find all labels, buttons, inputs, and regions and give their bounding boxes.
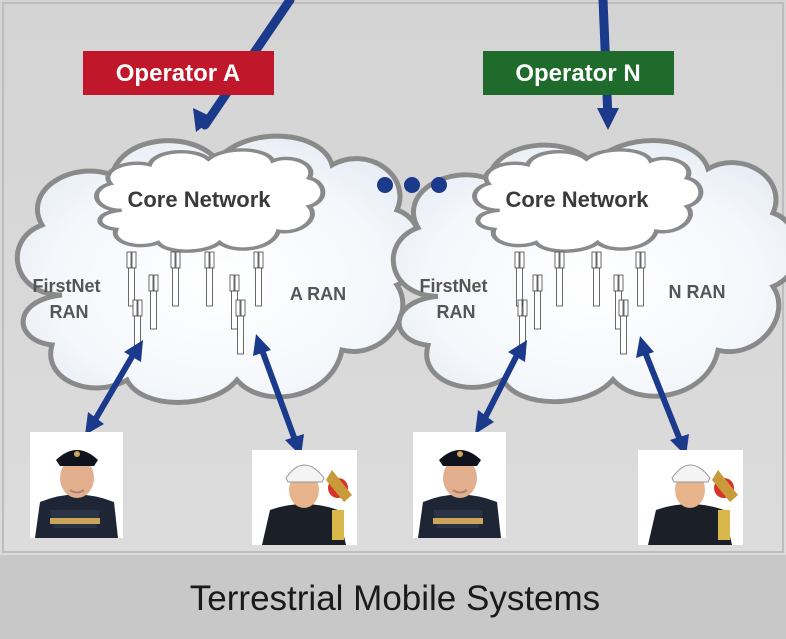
firefighter-link-arrow-a	[259, 348, 298, 442]
arrowhead-icon	[508, 340, 527, 362]
firstnet-label-line2: RAN	[437, 302, 476, 322]
operator-n-label-box	[483, 51, 674, 95]
firefighter-icon	[638, 450, 743, 545]
arrowhead-icon	[597, 108, 619, 130]
police-officer-icon	[30, 432, 123, 538]
core-network-label-a: Core Network	[127, 187, 271, 212]
footer-title: Terrestrial Mobile Systems	[190, 579, 600, 618]
arrowhead-icon	[475, 410, 494, 434]
firstnet-ran-label-n: FirstNet RAN	[419, 276, 492, 322]
arrowhead-icon	[636, 336, 654, 358]
n-ran-label: N RAN	[669, 282, 726, 302]
police-link-arrow-a	[92, 353, 136, 422]
core-network-label-n: Core Network	[505, 187, 649, 212]
a-ran-label: A RAN	[290, 284, 346, 304]
arrowhead-icon	[193, 108, 214, 132]
ellipsis-dots	[377, 177, 447, 193]
operator-n-group: Operator N Core Network FirstNet RAN N R…	[393, 0, 786, 545]
arrowhead-icon	[85, 412, 104, 435]
arrowhead-icon	[124, 340, 143, 362]
firstnet-label-line1: FirstNet	[32, 276, 100, 296]
operator-a-label: Operator A	[116, 60, 240, 87]
firefighter-link-arrow-n	[642, 350, 683, 442]
operator-n-label: Operator N	[515, 60, 640, 87]
firstnet-label-line2: RAN	[50, 302, 89, 322]
operator-a-label-box	[83, 51, 274, 95]
footer-band	[0, 555, 786, 639]
firstnet-ran-label-a: FirstNet RAN	[32, 276, 105, 322]
police-link-arrow-n	[481, 353, 520, 422]
firefighter-icon	[252, 450, 357, 545]
operator-a-group: Operator A Core Network FirstNet RAN A R…	[17, 0, 421, 545]
police-officer-icon	[413, 432, 506, 538]
arrowhead-icon	[253, 334, 271, 356]
firstnet-label-line1: FirstNet	[419, 276, 487, 296]
